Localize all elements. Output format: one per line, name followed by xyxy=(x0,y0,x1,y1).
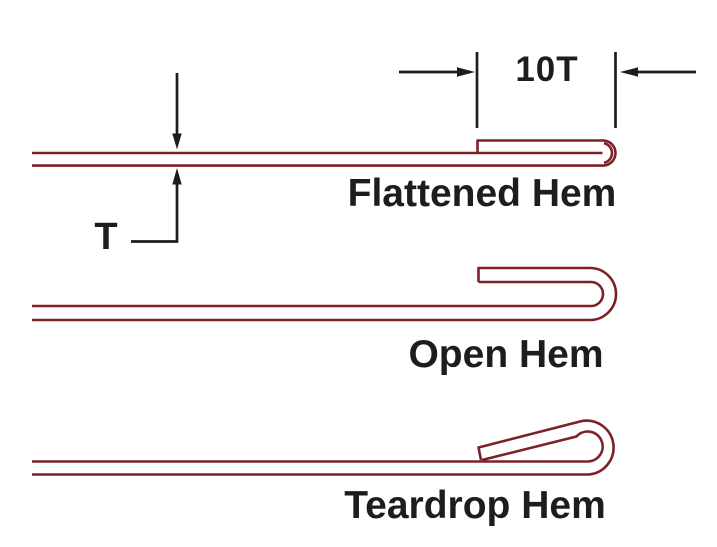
flattened-hem-inner-bend xyxy=(603,141,614,165)
open-hem-outer-contour xyxy=(32,266,618,322)
teardrop-hem-inner-contour xyxy=(32,430,604,463)
hem-width-dimension-label: 10T xyxy=(515,50,579,89)
thickness-leader-line xyxy=(131,183,179,243)
width-arrow-left-head xyxy=(457,67,475,77)
thickness-dimension-label: T xyxy=(94,216,118,258)
teardrop-hem-label: Teardrop Hem xyxy=(344,484,606,527)
thickness-dimension xyxy=(131,73,182,243)
open-hem-drawing xyxy=(32,266,618,322)
width-arrow-right-head xyxy=(620,67,638,77)
thickness-arrow-up-head xyxy=(172,168,182,185)
open-hem-label: Open Hem xyxy=(408,333,604,376)
open-hem-inner-contour xyxy=(32,280,605,308)
flattened-hem-outer-contour xyxy=(32,139,617,167)
flattened-hem-label: Flattened Hem xyxy=(347,172,617,215)
thickness-arrow-down-head xyxy=(172,133,182,150)
teardrop-hem-drawing xyxy=(32,419,615,476)
teardrop-hem-outer-contour xyxy=(32,419,615,476)
flattened-hem-drawing xyxy=(32,139,617,167)
hem-width-dimension xyxy=(399,52,696,128)
